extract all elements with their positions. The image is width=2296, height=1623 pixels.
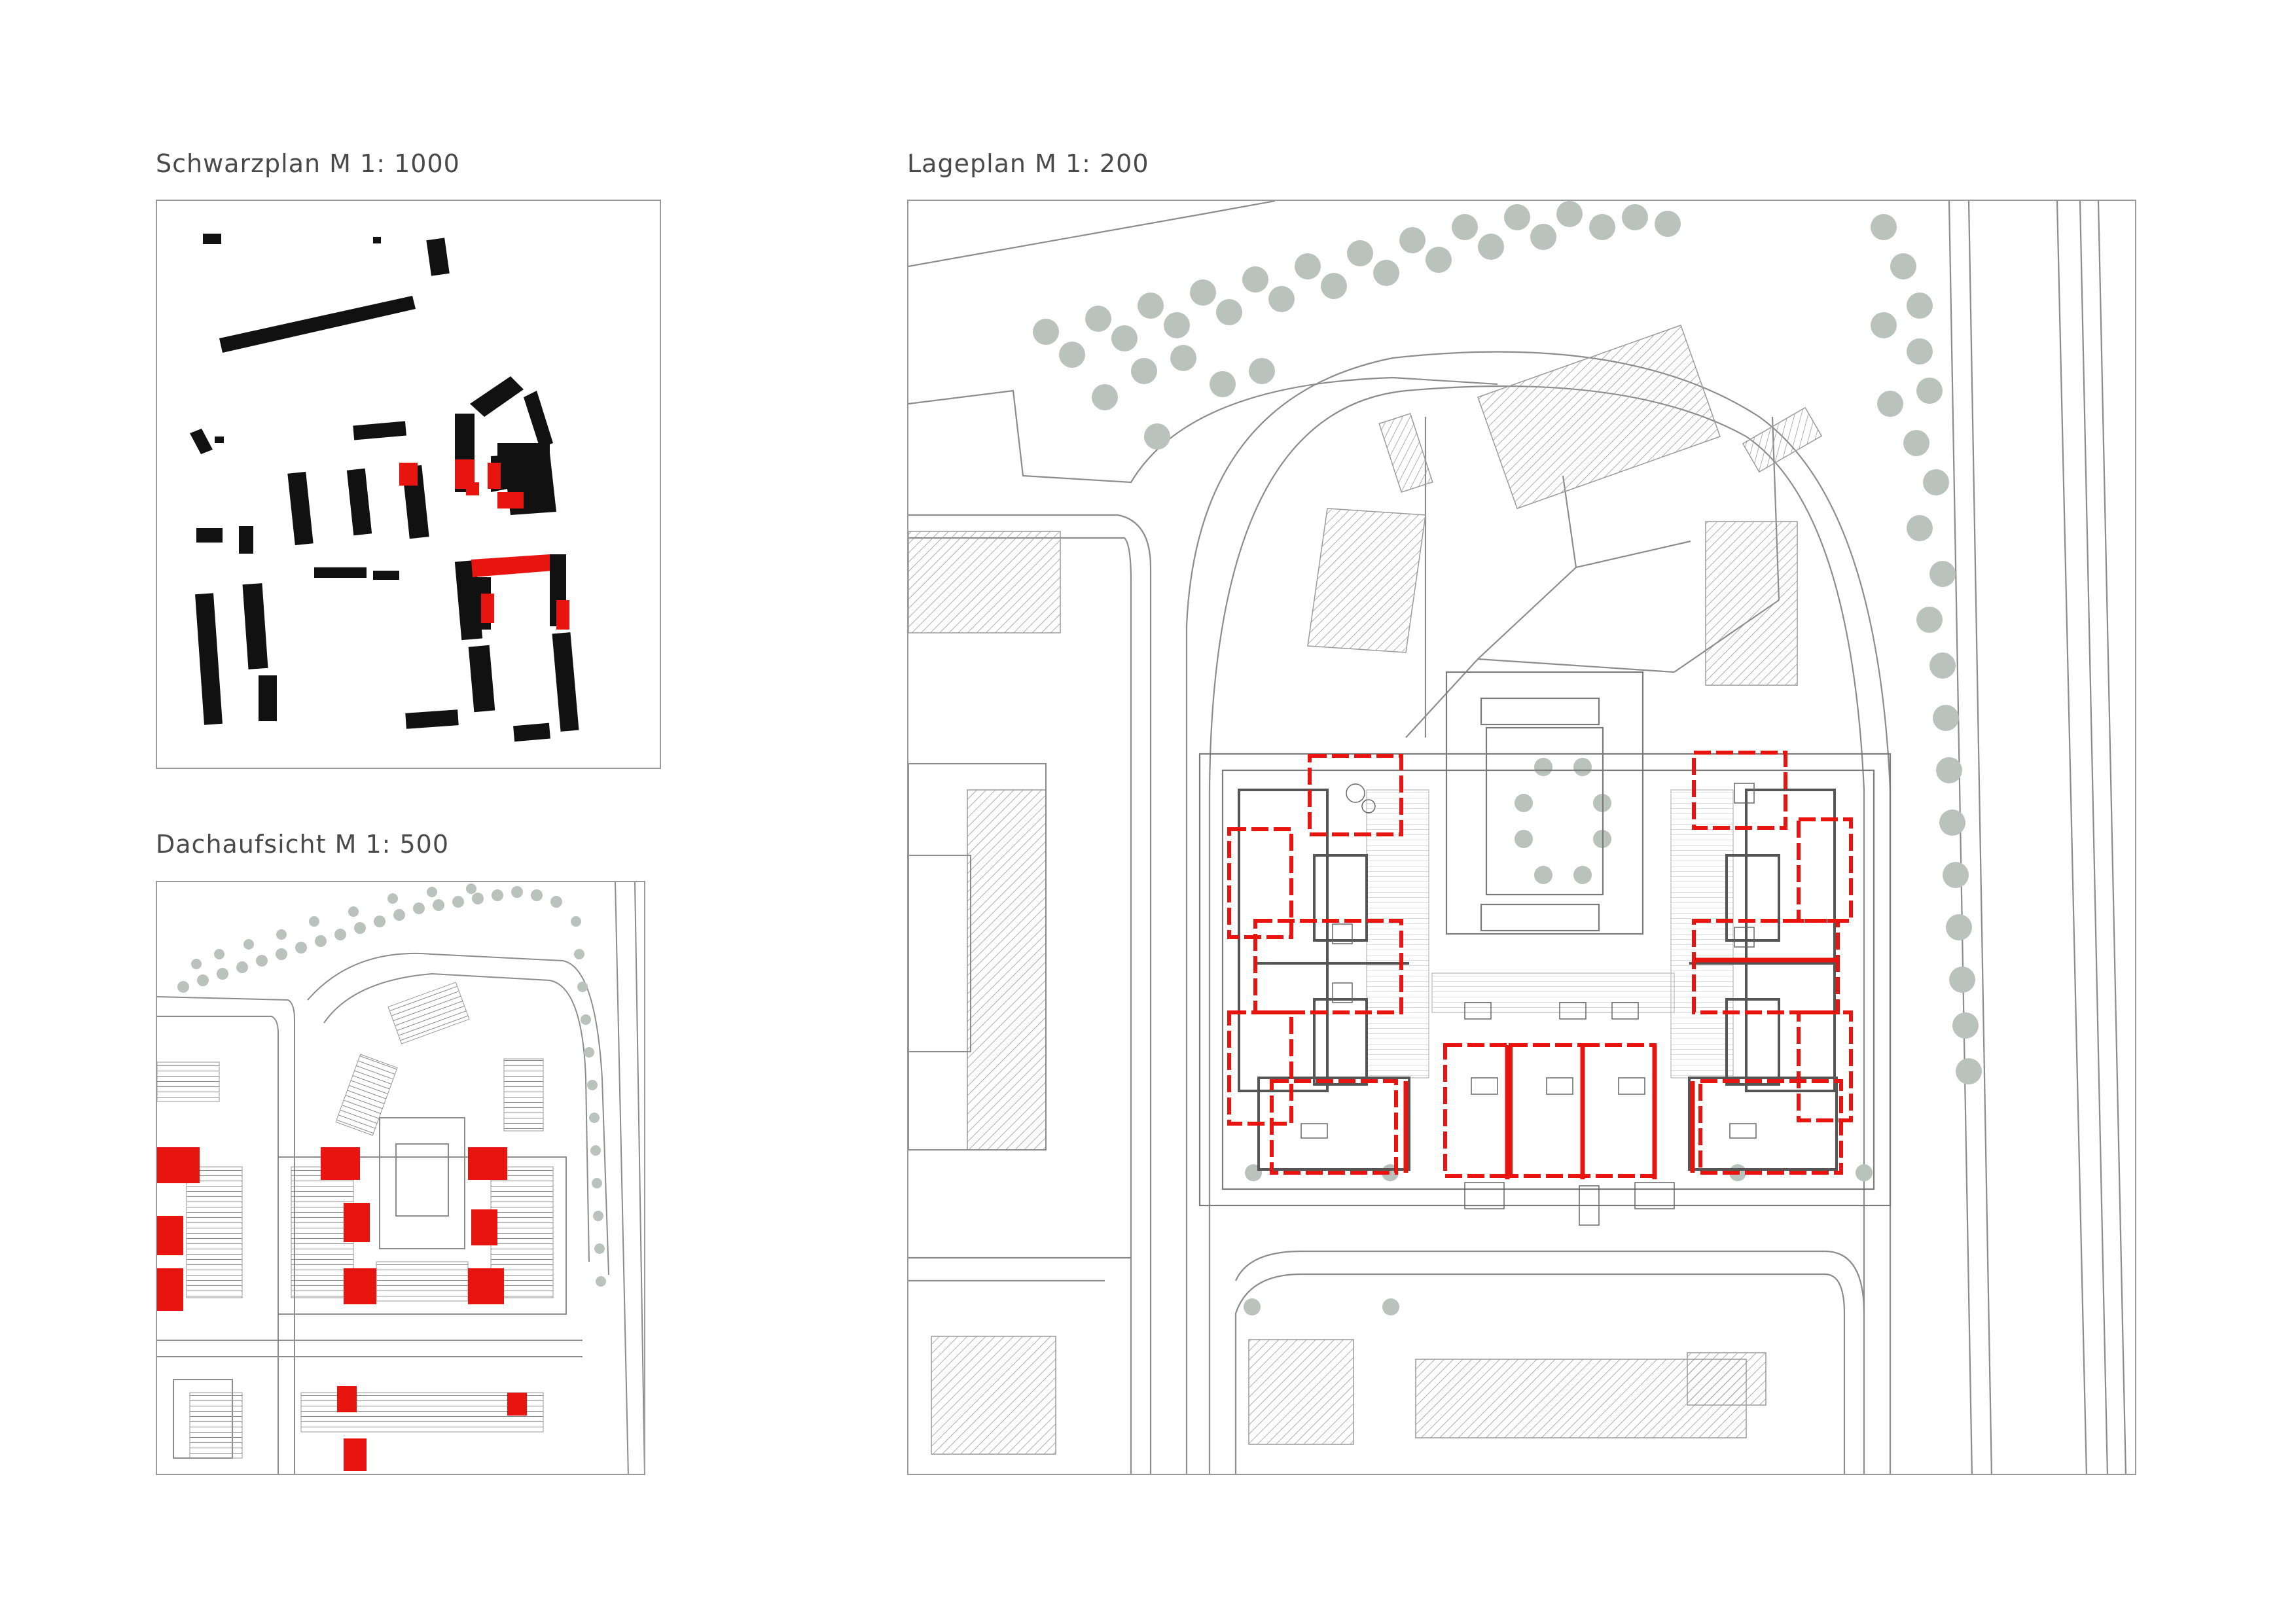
schwarzplan-figure-ground <box>190 234 579 742</box>
existing-buildings <box>908 325 1823 1455</box>
lageplan-panel <box>907 200 2136 1475</box>
new-buildings <box>157 1147 527 1471</box>
schwarzplan-panel <box>156 200 661 769</box>
schwarzplan-title: Schwarzplan M 1: 1000 <box>156 149 460 178</box>
new-walls <box>1227 751 1853 1178</box>
dachaufsicht-panel <box>156 881 645 1475</box>
floorplan-walls <box>1238 789 1838 1171</box>
tree-cluster <box>177 883 606 1287</box>
dachaufsicht-roof-plan <box>157 882 644 1474</box>
road-lines <box>908 201 2127 1474</box>
lageplan-title: Lageplan M 1: 200 <box>907 149 1149 178</box>
tree-cluster <box>1033 201 1982 1315</box>
central-block <box>1198 671 1892 1207</box>
lageplan-site-plan <box>908 201 2127 1474</box>
dachaufsicht-title: Dachaufsicht M 1: 500 <box>156 830 450 859</box>
